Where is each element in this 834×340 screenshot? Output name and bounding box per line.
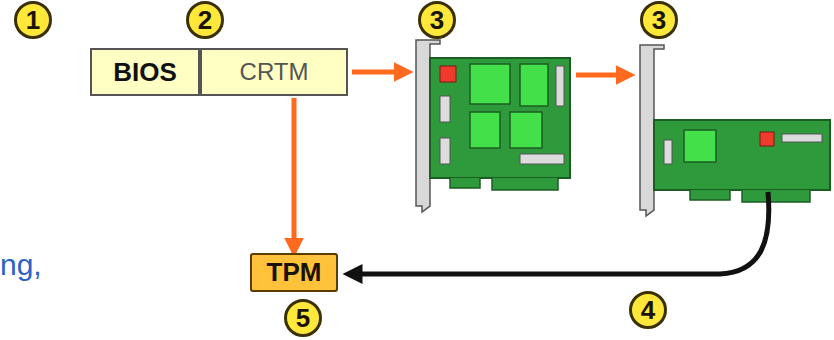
callout-number: 3 — [640, 1, 678, 39]
measurement-arrow — [350, 192, 769, 274]
callout-number: 1 — [14, 1, 52, 39]
node-label: TPM — [267, 257, 322, 288]
callout-number: 5 — [284, 299, 322, 337]
firmware-box: CRTM — [200, 48, 348, 96]
expansion-card — [640, 45, 830, 216]
tpm-chip: TPM — [250, 253, 338, 292]
cut-off-text: ng, — [0, 248, 42, 282]
node-label: BIOS — [113, 57, 177, 88]
flow-arrow — [292, 98, 297, 250]
callout-number: 2 — [186, 1, 224, 39]
firmware-box: BIOS — [90, 48, 200, 96]
node-label: CRTM — [240, 58, 309, 86]
flow-arrow — [352, 70, 406, 75]
callout-number: 3 — [418, 1, 456, 39]
flow-arrow — [576, 73, 628, 78]
expansion-card — [416, 40, 570, 212]
callout-number: 4 — [629, 291, 667, 329]
